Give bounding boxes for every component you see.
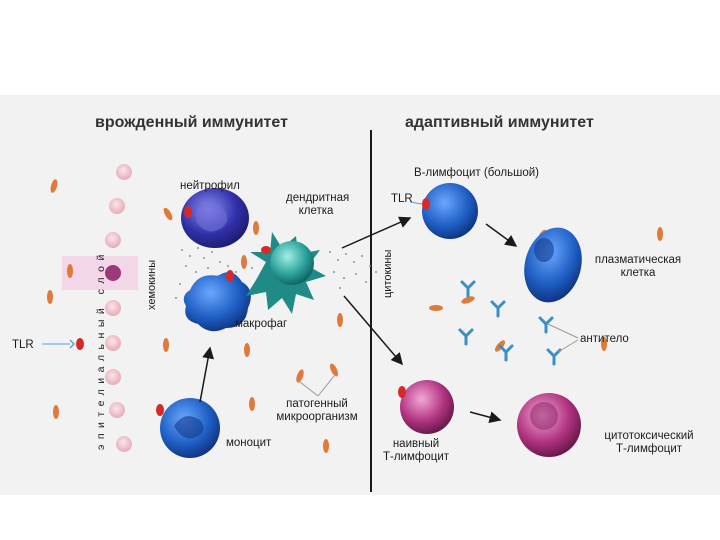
label-chemokines: хемокины — [146, 260, 158, 310]
label-pathogen-line1: патогенный — [270, 398, 364, 410]
antibody-pointer-lines — [548, 324, 578, 352]
label-pathogen-line2: микроорганизм — [270, 411, 364, 423]
b-lymphocyte-cell — [422, 183, 478, 239]
label-plasma-cell-line2: клетка — [588, 267, 688, 279]
label-dendritic-cell-line1: дендритная — [286, 192, 346, 204]
label-epithelial-layer: эпителиальный слой — [95, 249, 107, 450]
label-macrophage: макрофаг — [235, 318, 287, 330]
label-tlr-right: TLR — [391, 193, 413, 205]
label-naive-t-line2: Т-лимфоцит — [374, 451, 458, 463]
pathogen-pointer-lines — [300, 376, 334, 396]
label-tlr-left: TLR — [12, 339, 34, 351]
neutrophil-cell — [181, 188, 249, 248]
dendritic-cell — [246, 232, 326, 314]
naive-t-lymphocyte-cell — [398, 380, 454, 434]
cytotoxic-t-lymphocyte-cell — [517, 393, 581, 457]
label-monocyte: моноцит — [226, 437, 271, 449]
label-neutrophil: нейтрофил — [180, 180, 240, 192]
label-cytotoxic-t-line2: Т-лимфоцит — [594, 443, 704, 455]
label-naive-t-line1: наивный — [374, 438, 458, 450]
cytokine-signals — [329, 251, 377, 289]
monocyte-cell — [156, 398, 220, 458]
label-plasma-cell-line1: плазматическая — [588, 254, 688, 266]
label-dendritic-cell-line2: клетка — [286, 205, 346, 217]
tlr-receptor-left — [42, 338, 84, 350]
label-antibody: антитело — [580, 333, 629, 345]
label-b-lymphocyte: В-лимфоцит (большой) — [414, 167, 539, 179]
plasma-cell — [516, 221, 590, 309]
label-cytotoxic-t-line1: цитотоксический — [594, 430, 704, 442]
label-cytokines: цитокины — [382, 250, 394, 298]
